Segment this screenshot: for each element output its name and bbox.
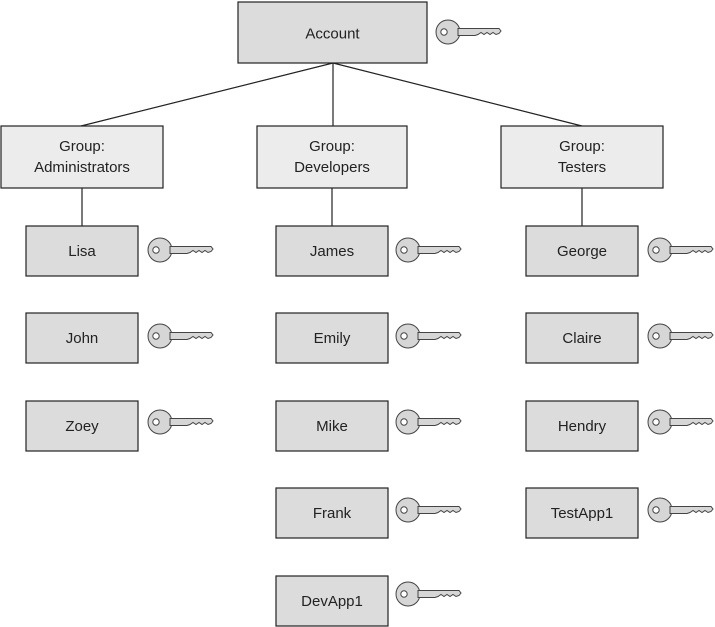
- member-node-james[interactable]: James: [275, 225, 389, 277]
- key-icon: [395, 237, 462, 263]
- account-node[interactable]: Account: [237, 1, 428, 64]
- connector-account-testers: [332, 62, 583, 127]
- connector-account-administrators: [80, 62, 334, 127]
- group-name: Developers: [294, 159, 370, 176]
- member-name: Mike: [316, 418, 348, 435]
- key-icon: [395, 497, 462, 523]
- member-name: George: [557, 243, 607, 260]
- member-node-devapp1[interactable]: DevApp1: [275, 575, 389, 627]
- member-node-mike[interactable]: Mike: [275, 400, 389, 452]
- member-name: John: [66, 330, 99, 347]
- member-node-claire[interactable]: Claire: [525, 312, 639, 364]
- member-name: Frank: [313, 505, 352, 522]
- member-name: James: [310, 243, 354, 260]
- member-node-john[interactable]: John: [25, 312, 139, 364]
- group-title: Group:: [559, 138, 605, 155]
- member-name: TestApp1: [551, 505, 614, 522]
- group-title: Group:: [59, 138, 105, 155]
- group-node-testers[interactable]: Group: Testers: [500, 125, 664, 189]
- key-icon: [647, 323, 714, 349]
- key-icon: [435, 19, 502, 45]
- key-icon: [647, 409, 714, 435]
- member-node-zoey[interactable]: Zoey: [25, 400, 139, 452]
- member-name: DevApp1: [301, 593, 363, 610]
- key-icon: [147, 323, 214, 349]
- member-node-emily[interactable]: Emily: [275, 312, 389, 364]
- member-node-lisa[interactable]: Lisa: [25, 225, 139, 277]
- group-node-administrators[interactable]: Group: Administrators: [0, 125, 164, 189]
- key-icon: [647, 497, 714, 523]
- member-name: Zoey: [65, 418, 99, 435]
- group-node-developers[interactable]: Group: Developers: [256, 125, 408, 189]
- group-title: Group:: [309, 138, 355, 155]
- group-name: Testers: [558, 159, 606, 176]
- group-name: Administrators: [34, 159, 130, 176]
- key-icon: [395, 581, 462, 607]
- account-label: Account: [305, 26, 360, 43]
- member-node-hendry[interactable]: Hendry: [525, 400, 639, 452]
- key-icon: [647, 237, 714, 263]
- member-name: Hendry: [558, 418, 607, 435]
- key-icon: [147, 409, 214, 435]
- member-name: Claire: [562, 330, 601, 347]
- member-name: Lisa: [68, 243, 96, 260]
- connector-lines: [80, 62, 583, 226]
- member-node-testapp1[interactable]: TestApp1: [525, 487, 639, 539]
- member-node-george[interactable]: George: [525, 225, 639, 277]
- key-icon: [395, 409, 462, 435]
- member-name: Emily: [314, 330, 351, 347]
- key-icon: [395, 323, 462, 349]
- member-node-frank[interactable]: Frank: [275, 487, 389, 539]
- key-icon: [147, 237, 214, 263]
